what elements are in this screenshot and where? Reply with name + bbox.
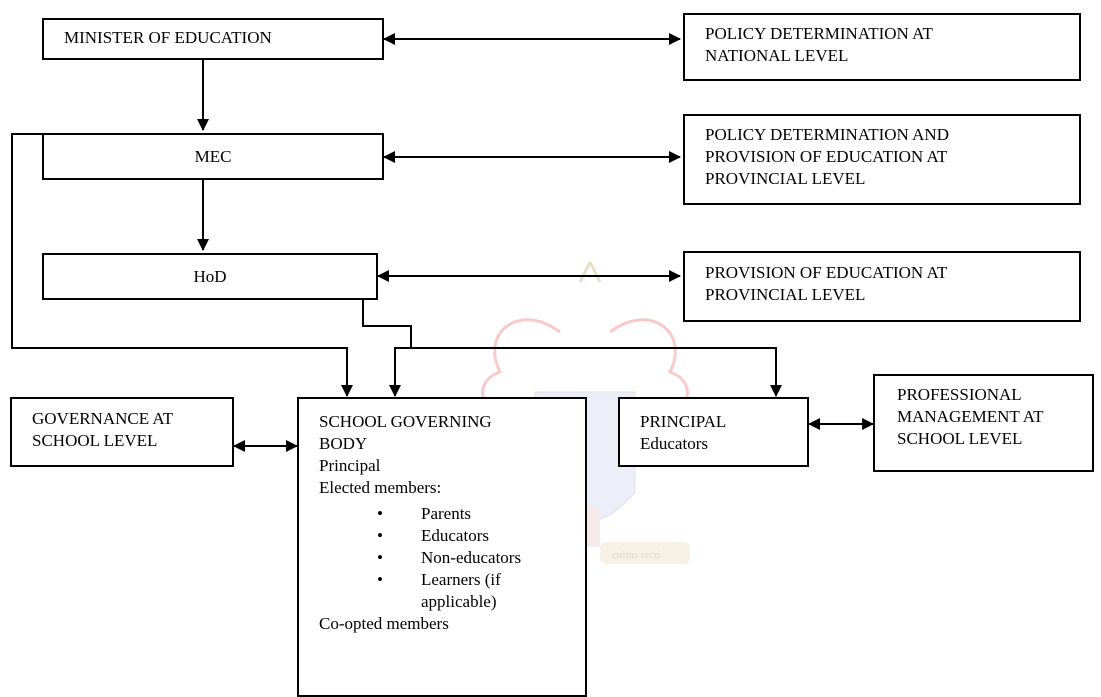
policy-provincial-box: POLICY DETERMINATION AND PROVISION OF ED…	[683, 114, 1081, 205]
provision-provincial-box: PROVISION OF EDUCATION AT PROVINCIAL LEV…	[683, 251, 1081, 322]
connector-to-sgb	[389, 347, 411, 397]
list-item-learners: Learners (if	[377, 569, 575, 591]
policy-national-box: POLICY DETERMINATION AT NATIONAL LEVEL	[683, 13, 1081, 81]
sgb-learners-continuation: applicable)	[421, 592, 497, 611]
governance-school-box: GOVERNANCE AT SCHOOL LEVEL	[10, 397, 234, 467]
elected-members-list: Parents Educators Non-educators Learners…	[319, 503, 575, 591]
mec-label: MEC	[194, 146, 232, 166]
governance-line-1: GOVERNANCE AT	[32, 409, 174, 428]
crest-motto: cultus recti	[612, 549, 661, 561]
sgb-coopted: Co-opted members	[319, 614, 449, 633]
principal-title: PRINCIPAL	[640, 412, 727, 431]
sgb-title-line-2: BODY	[319, 434, 368, 453]
principal-educators: Educators	[640, 434, 708, 453]
professional-line-3: SCHOOL LEVEL	[897, 429, 1023, 448]
list-item-educators: Educators	[377, 525, 575, 547]
connector-hod-split	[362, 300, 412, 348]
professional-management-box: PROFESSIONAL MANAGEMENT AT SCHOOL LEVEL	[873, 374, 1094, 472]
policy-provincial-line-3: PROVINCIAL LEVEL	[705, 169, 866, 188]
provision-provincial-line-2: PROVINCIAL LEVEL	[705, 285, 866, 304]
connector-layer	[11, 33, 874, 452]
mec-box: MEC	[42, 133, 384, 180]
connector-to-principal	[411, 347, 782, 397]
minister-label: MINISTER OF EDUCATION	[64, 28, 272, 47]
sgb-title-line-1: SCHOOL GOVERNING	[319, 412, 492, 431]
connector-mec-sgb	[11, 133, 353, 397]
sgb-elected-label: Elected members:	[319, 478, 442, 497]
provision-provincial-line-1: PROVISION OF EDUCATION AT	[705, 263, 948, 282]
policy-provincial-line-1: POLICY DETERMINATION AND	[705, 125, 949, 144]
list-item-non-educators: Non-educators	[377, 547, 575, 569]
governance-line-2: SCHOOL LEVEL	[32, 431, 158, 450]
hod-label: HoD	[193, 266, 227, 286]
policy-provincial-line-2: PROVISION OF EDUCATION AT	[705, 147, 948, 166]
sgb-principal: Principal	[319, 456, 381, 475]
list-item-parents: Parents	[377, 503, 575, 525]
principal-box: PRINCIPAL Educators	[618, 397, 809, 467]
policy-national-line-1: POLICY DETERMINATION AT	[705, 24, 933, 43]
professional-line-1: PROFESSIONAL	[897, 385, 1022, 404]
policy-national-line-2: NATIONAL LEVEL	[705, 46, 849, 65]
professional-line-2: MANAGEMENT AT	[897, 407, 1044, 426]
minister-box: MINISTER OF EDUCATION	[42, 18, 384, 60]
hod-box: HoD	[42, 253, 378, 300]
school-governing-body-box: SCHOOL GOVERNING BODY Principal Elected …	[297, 397, 587, 697]
